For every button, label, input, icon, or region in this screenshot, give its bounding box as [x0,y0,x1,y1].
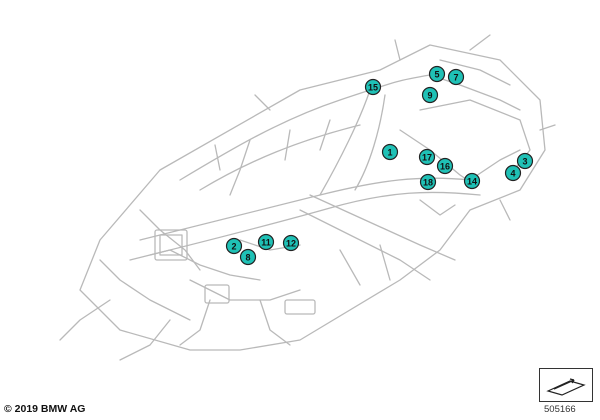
callout-5: 5 [428,65,446,83]
document-arrow-icon [539,368,593,402]
figure-id: 505166 [544,404,576,415]
callout-4: 4 [504,164,522,182]
callout-11: 11 [257,233,275,251]
callout-12: 12 [282,234,300,252]
callout-label: 16 [440,162,450,172]
callout-1: 1 [381,143,399,161]
callout-label: 2 [231,242,236,252]
wiring-harness-illustration [59,34,556,361]
callout-label: 14 [467,177,477,187]
callout-label: 9 [427,91,432,101]
callout-label: 12 [286,239,296,249]
callout-9: 9 [421,86,439,104]
callout-7: 7 [447,68,465,86]
copyright-notice: © 2019 BMW AG [4,403,86,415]
callout-label: 15 [368,83,378,93]
callout-label: 4 [510,169,515,179]
callout-label: 18 [423,178,433,188]
callout-label: 17 [422,153,432,163]
callout-label: 1 [387,148,392,158]
callout-8: 8 [239,248,257,266]
callout-18: 18 [419,173,437,191]
callout-15: 15 [364,78,382,96]
callout-16: 16 [436,157,454,175]
callout-label: 8 [245,253,250,263]
callout-2: 2 [225,237,243,255]
callout-label: 7 [453,73,458,83]
callout-3: 3 [516,152,534,170]
callout-14: 14 [463,172,481,190]
callout-17: 17 [418,148,436,166]
callout-label: 5 [434,70,439,80]
callout-label: 11 [261,238,271,248]
callout-label: 3 [522,157,527,167]
callout-group: 15 5 7 9 1 17 16 34 18 14 2 11 12 8 [225,65,534,266]
